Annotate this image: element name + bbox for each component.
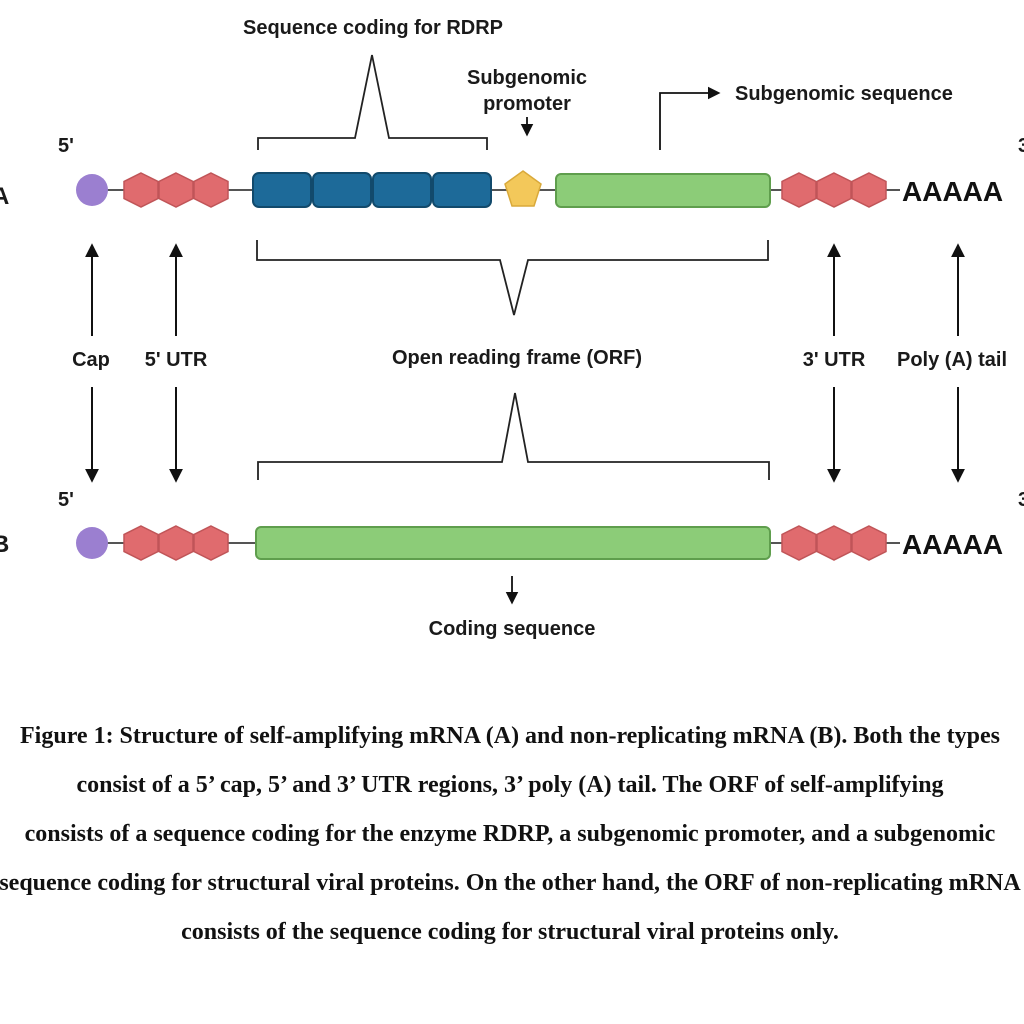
row-a-label: A <box>0 183 9 210</box>
utr-hexagon-icon <box>123 172 159 208</box>
row-a-subgenomic-block <box>555 173 771 208</box>
utr-hexagon-icon <box>123 525 159 561</box>
caption-line: sequence coding for structural viral pro… <box>0 870 1021 896</box>
rdrp-block <box>312 172 372 208</box>
utr3-label: 3' UTR <box>803 349 866 371</box>
promoter-pentagon-icon <box>504 170 542 207</box>
subgenomic-label: Subgenomic sequence <box>735 83 953 105</box>
row-a-cap-icon <box>76 174 108 206</box>
row-b-three-prime: 3' <box>1018 489 1024 511</box>
row-a-5utr <box>123 172 229 208</box>
caption-line: consist of a 5’ cap, 5’ and 3’ UTR regio… <box>76 772 944 798</box>
promoter-label-line1: Subgenomic <box>467 67 587 89</box>
row-b-polya-tail: AAAAA <box>902 529 1003 560</box>
utr-hexagon-icon <box>158 525 194 561</box>
utr-hexagon-icon <box>193 172 229 208</box>
orf-brace-bottom <box>257 392 770 480</box>
utr-hexagon-icon <box>781 525 817 561</box>
mrna-structure-diagram: A 5' 3' AAAAA Sequence coding for RDRP S… <box>0 17 1024 640</box>
rdrp-label: Sequence coding for RDRP <box>243 17 503 39</box>
utr-hexagon-icon <box>193 525 229 561</box>
utr-hexagon-icon <box>851 525 887 561</box>
row-b-cap-icon <box>76 527 108 559</box>
orf-label: Open reading frame (ORF) <box>392 347 642 369</box>
row-a-five-prime: 5' <box>58 135 74 157</box>
rdrp-brace <box>257 54 488 150</box>
rdrp-block <box>372 172 432 208</box>
rdrp-block <box>252 172 312 208</box>
caption-line: consists of a sequence coding for the en… <box>24 821 996 847</box>
coding-label: Coding sequence <box>429 618 596 640</box>
row-b-five-prime: 5' <box>58 489 74 511</box>
utr5-label: 5' UTR <box>145 349 208 371</box>
promoter-label-line2: promoter <box>483 93 571 115</box>
utr-hexagon-icon <box>158 172 194 208</box>
orf-brace-top <box>256 240 769 316</box>
polya-label: Poly (A) tail <box>897 349 1007 371</box>
row-b-label: B <box>0 531 9 558</box>
row-a-three-prime: 3' <box>1018 135 1024 157</box>
rdrp-block <box>432 172 492 208</box>
caption-line: consists of the sequence coding for stru… <box>181 919 839 945</box>
row-a-polya-tail: AAAAA <box>902 176 1003 207</box>
row-a: A 5' 3' AAAAA <box>0 135 1024 210</box>
row-b-3utr <box>781 525 887 561</box>
utr-hexagon-icon <box>851 172 887 208</box>
row-b: B 5' 3' AAAAA <box>0 489 1024 561</box>
caption-line: Figure 1: Structure of self-amplifying m… <box>20 723 1000 749</box>
utr-hexagon-icon <box>781 172 817 208</box>
row-a-rdrp-blocks <box>252 172 492 208</box>
subgenomic-arrow-icon <box>659 86 721 150</box>
row-b-orf-block <box>255 526 771 560</box>
utr-hexagon-icon <box>816 172 852 208</box>
utr-hexagon-icon <box>816 525 852 561</box>
cap-label: Cap <box>72 349 110 371</box>
figure-caption: Figure 1: Structure of self-amplifying m… <box>0 712 1024 957</box>
row-b-5utr <box>123 525 229 561</box>
row-a-3utr <box>781 172 887 208</box>
